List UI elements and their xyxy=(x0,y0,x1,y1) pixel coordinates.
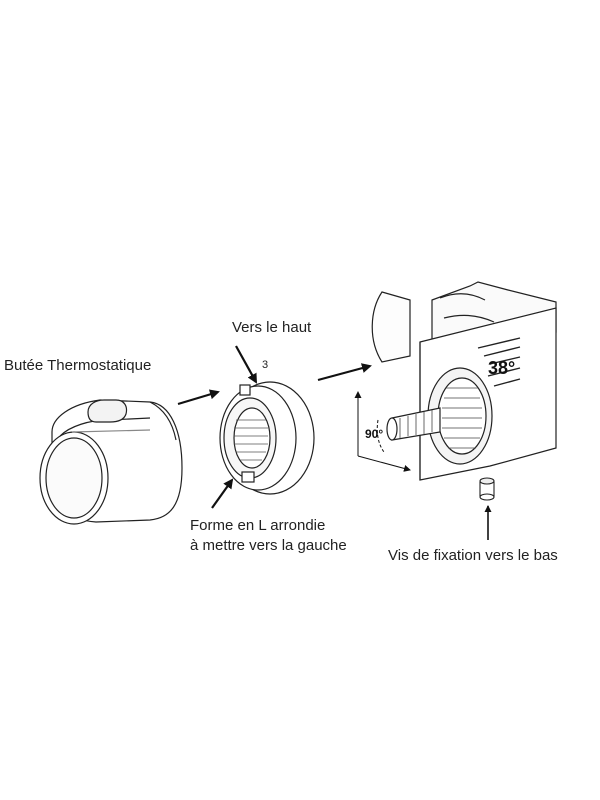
ring-adapter-icon xyxy=(219,381,315,495)
angle-label: 90° xyxy=(365,427,383,441)
forme-en-l-label: Forme en L arrondie à mettre vers la gau… xyxy=(190,516,347,556)
thermostatic-stop-icon xyxy=(39,399,183,525)
temperature-label: 38° xyxy=(488,358,515,378)
step-number-label: 3 xyxy=(262,359,269,371)
forme-line-1: Forme en L arrondie xyxy=(190,517,326,534)
vis-de-fixation-label: Vis de fixation vers le bas xyxy=(388,547,558,564)
vers-le-haut-label: Vers le haut xyxy=(232,319,312,336)
arrow-to-valve xyxy=(317,363,372,382)
butee-thermostatique-label: Butée Thermostatique xyxy=(4,357,152,374)
angle-indicator xyxy=(354,391,411,472)
arrow-to-ring xyxy=(177,389,220,406)
arrow-forme-en-l xyxy=(211,478,234,509)
fixing-screw-icon xyxy=(479,477,495,501)
forme-line-2: à mettre vers la gauche xyxy=(190,537,347,554)
arrow-vers-le-haut xyxy=(235,345,257,384)
mixer-valve-body-icon: 38° xyxy=(371,281,557,481)
